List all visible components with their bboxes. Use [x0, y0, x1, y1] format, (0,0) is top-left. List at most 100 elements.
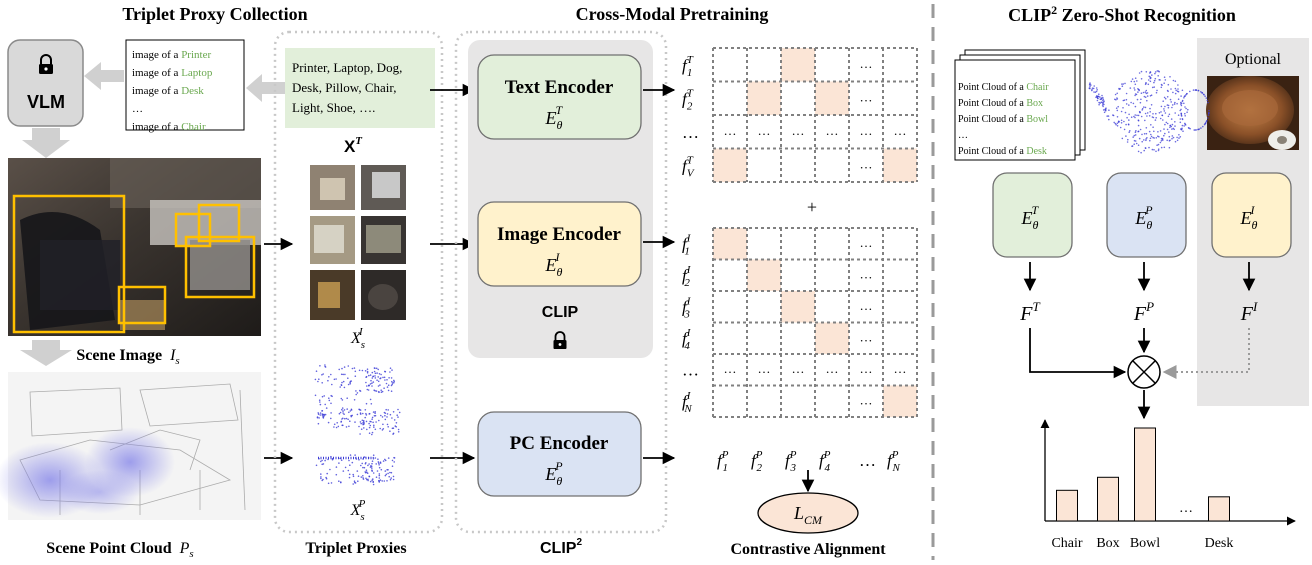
pc-encoder-name: PC Encoder: [510, 433, 609, 454]
clip-label: CLIP: [542, 304, 579, 321]
text-proxy-line: Printer, Laptop, Dog,: [292, 60, 402, 75]
zs-image-encoder-symbol: EθI: [1240, 203, 1258, 232]
clip2-label: CLIP2: [540, 537, 582, 557]
cell-dots: …: [860, 123, 873, 138]
bar-bowl: [1134, 427, 1156, 522]
feature-label: …: [682, 123, 699, 142]
optional-label: Optional: [1225, 51, 1282, 68]
text-proxy-line: Light, Shoe, ….: [292, 100, 375, 115]
cloud-prompt-line: Point Cloud of a Desk: [958, 146, 1047, 157]
matrix-highlight: [815, 322, 849, 354]
cloud-prompt-class: Bowl: [1026, 114, 1048, 125]
vlm-to-scene-arrow: [22, 128, 70, 158]
pc-encoder-box: [477, 411, 642, 497]
matrix-highlight: [883, 385, 917, 417]
triplet-proxies-container: [273, 30, 444, 534]
matrix-highlight: [815, 81, 849, 115]
scene-image: [8, 158, 261, 336]
bar-label: Chair: [1051, 536, 1082, 551]
pc-proxies-symbol: XsP: [350, 498, 366, 523]
image-encoder-name: Image Encoder: [497, 224, 622, 245]
feature-pc: FP: [1133, 299, 1154, 325]
prompt-class: Printer: [181, 49, 211, 61]
loss-ellipse: [757, 492, 859, 534]
vlm-box: [7, 39, 84, 127]
cell-dots: …: [860, 157, 873, 172]
plus-sign: +: [807, 197, 817, 217]
clip2-container: [454, 30, 668, 534]
triplet-proxies-label: Triplet Proxies: [305, 540, 406, 557]
zs-pc-encoder: [1106, 172, 1187, 258]
image-encoder-symbol: EθI: [545, 250, 563, 279]
vlm-label: VLM: [27, 92, 65, 112]
prompt-class: Chair: [181, 121, 206, 133]
prompt-line: …: [132, 103, 143, 115]
section-title-pretrain: Cross-Modal Pretraining: [576, 4, 769, 24]
cell-dots: …: [894, 123, 907, 138]
prompt-class: Desk: [181, 85, 204, 97]
cloud-prompt-class: Chair: [1026, 82, 1049, 93]
pc-feature-label: …: [859, 451, 876, 470]
section-title-zeroshot: CLIP2 Zero-Shot Recognition: [1008, 3, 1236, 25]
text-encoder-name: Text Encoder: [505, 77, 614, 98]
cell-dots: …: [826, 123, 839, 138]
cell-dots: …: [860, 235, 873, 250]
bar-chair: [1056, 489, 1078, 522]
bar-ellipsis: …: [1179, 501, 1193, 516]
scene-point-cloud: [0, 372, 261, 520]
matrix-highlight: [713, 148, 747, 182]
fusion-operator: [1127, 355, 1161, 389]
cell-dots: …: [860, 329, 873, 344]
matrix-highlight: [781, 48, 815, 82]
text-encoder-box: [477, 54, 642, 140]
text-proxy-line: Desk, Pillow, Chair,: [292, 80, 396, 95]
cell-dots: …: [792, 123, 805, 138]
image-proxies-grid: [310, 165, 406, 320]
point-cloud-prompts-stack: [954, 49, 1086, 161]
cell-dots: …: [792, 361, 805, 376]
feature-image: FI: [1240, 299, 1258, 325]
text-feature-to-fusion: [1029, 328, 1127, 379]
cloud-prompt-class: Box: [1026, 98, 1043, 109]
cloud-prompt-class: Desk: [1026, 146, 1047, 157]
cell-dots: …: [724, 361, 737, 376]
text-proxies-list: Printer, Laptop, Dog, Desk, Pillow, Chair…: [292, 60, 402, 115]
image-feature-to-fusion: [1162, 328, 1250, 379]
loss-symbol: LCM: [793, 503, 823, 527]
matrix-highlight: [747, 259, 781, 291]
cloud-prompt-line: …: [958, 130, 968, 141]
textproxies-to-prompts-arrow: [246, 74, 285, 102]
cloud-prompt-line: Point Cloud of a Box: [958, 98, 1043, 109]
cell-dots: …: [758, 123, 771, 138]
text-proxies-symbol: XT: [344, 135, 363, 156]
prompt-line: image of a Chair: [132, 121, 206, 133]
matrix-highlight: [747, 81, 781, 115]
text-proxies-box: [285, 48, 435, 128]
feature-label: …: [682, 360, 699, 379]
zs-pc-encoder-symbol: EθP: [1134, 203, 1153, 232]
cell-dots: …: [860, 392, 873, 407]
scene-to-pc-arrow: [20, 340, 72, 366]
zs-text-encoder-symbol: EθT: [1021, 203, 1040, 232]
lock-icon: [39, 54, 53, 74]
prompt-line: image of a Laptop: [132, 67, 213, 79]
matrix-highlight: [713, 228, 747, 260]
